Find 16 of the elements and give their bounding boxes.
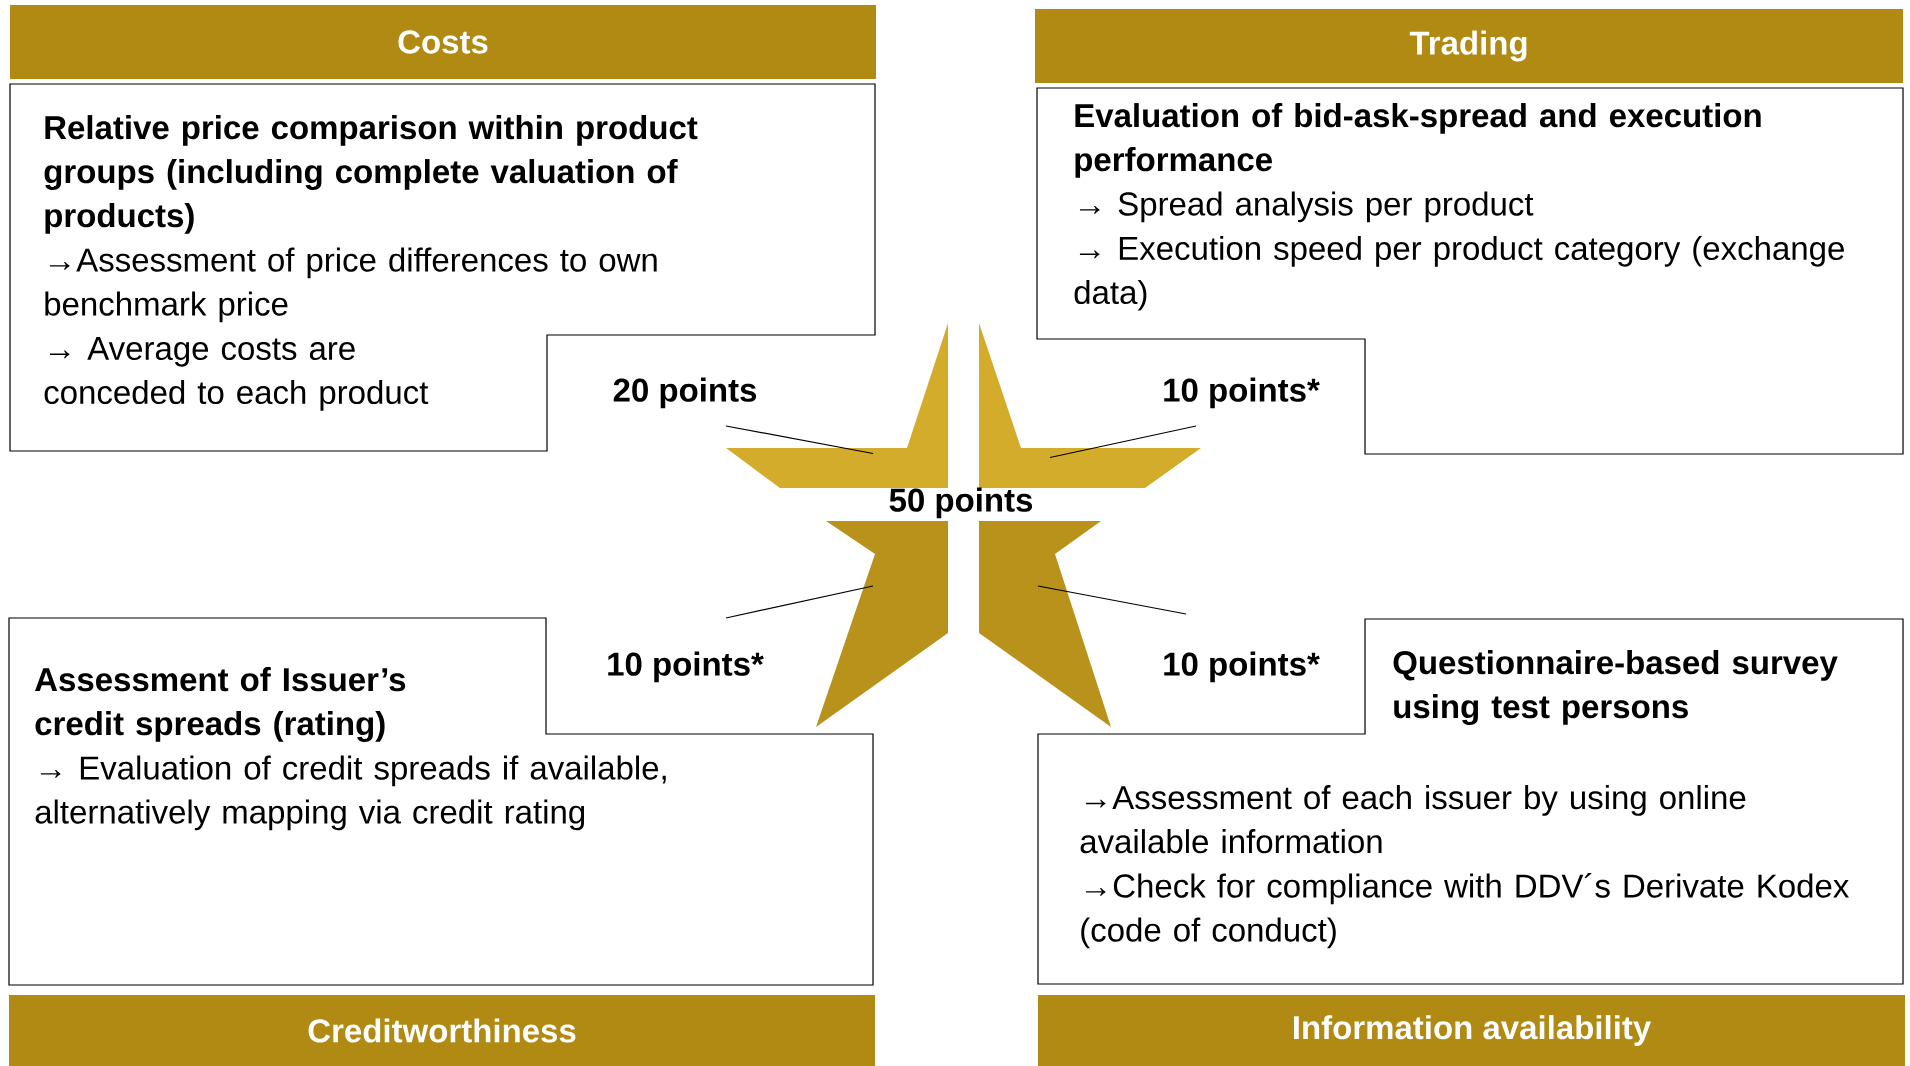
star-segment bbox=[979, 521, 1111, 727]
star-segment bbox=[816, 521, 948, 727]
leader-line bbox=[725, 425, 874, 455]
points-label: 20 points bbox=[613, 377, 757, 409]
header-band: Information availability bbox=[1038, 995, 1906, 1066]
points-label: 10 points* bbox=[608, 651, 764, 683]
points-label: 10 points* bbox=[1164, 651, 1320, 683]
header-band: Trading bbox=[1035, 9, 1904, 83]
points-label: 10 points* bbox=[1164, 377, 1320, 409]
star-segment bbox=[979, 323, 1201, 488]
leader-line bbox=[1037, 585, 1187, 615]
leader-line bbox=[725, 585, 874, 619]
points-label: 50 points bbox=[889, 487, 1033, 519]
header-band: Costs bbox=[10, 5, 876, 79]
leader-line bbox=[1049, 425, 1197, 459]
header-band: Creditworthiness bbox=[9, 995, 875, 1066]
